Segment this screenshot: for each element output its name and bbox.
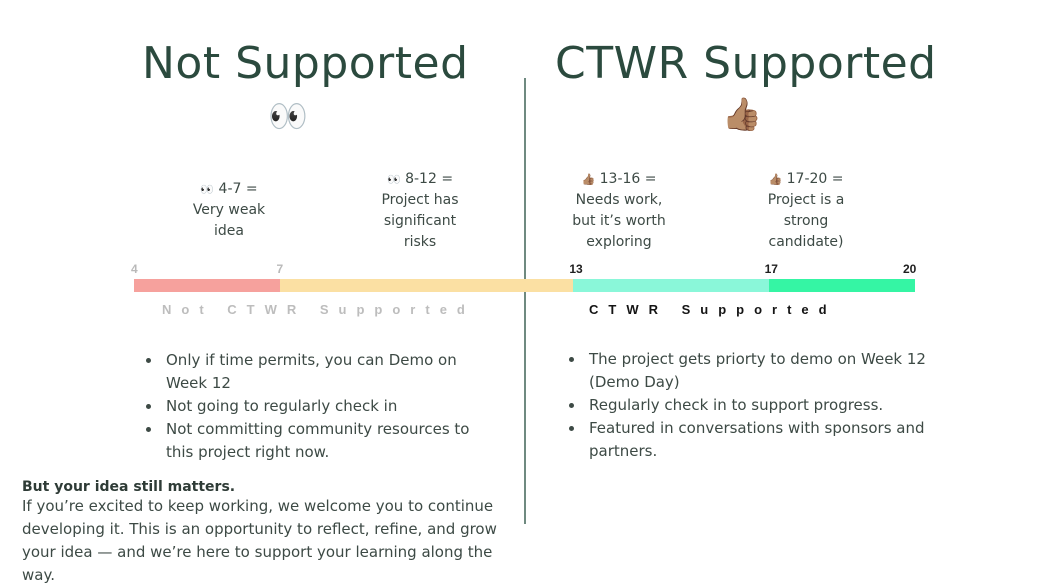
range-label-13-16: 👍🏽 13-16 = Needs work, but it’s worth ex… <box>572 171 666 250</box>
eyes-icon: 👀 <box>268 97 308 135</box>
range-label-17-20: 👍🏽 17-20 = Project is a strong candidate… <box>767 171 845 250</box>
ctwr-supported-title: CTWR Supported <box>555 38 937 89</box>
center-divider <box>524 78 526 524</box>
scale-segment-17-20 <box>768 279 915 292</box>
scale-tick-7: 7 <box>276 262 284 276</box>
scale-tick-4: 4 <box>131 262 138 276</box>
not-supported-title: Not Supported <box>142 38 469 89</box>
list-item: Regularly check in to support progress. <box>585 394 927 417</box>
range-label-4-7: 👀 4-7 = Very weak idea <box>192 181 266 239</box>
not-supported-bullets: Only if time permits, you can Demo on We… <box>144 349 474 464</box>
list-item: The project gets priorty to demo on Week… <box>585 348 927 394</box>
idea-matters-note: But your idea still matters. If you’re e… <box>22 479 522 587</box>
note-body: If you’re excited to keep working, we we… <box>22 497 497 584</box>
scale-tick-17: 17 <box>764 262 778 276</box>
list-item: Featured in conversations with sponsors … <box>585 417 927 463</box>
not-ctwr-supported-band-label: Not CTWR Supported <box>162 302 475 317</box>
scale-segment-4-7 <box>134 279 281 292</box>
scale-segment-13-17 <box>573 279 769 292</box>
eyes-icon: 👀 <box>200 183 215 196</box>
supported-bullets: The project gets priorty to demo on Week… <box>567 348 927 463</box>
eyes-icon: 👀 <box>386 173 401 186</box>
list-item: Not going to regularly check in <box>162 395 474 418</box>
scale-tick-20: 20 <box>903 262 917 276</box>
list-item: Not committing community resources to th… <box>162 418 474 464</box>
thumbs-up-icon: 👍🏽 <box>768 173 783 186</box>
thumbs-up-icon: 👍🏽 <box>581 173 596 186</box>
ctwr-supported-band-label: CTWR Supported <box>589 302 837 317</box>
list-item: Only if time permits, you can Demo on We… <box>162 349 474 395</box>
scale-segment-7-13 <box>280 279 574 292</box>
range-label-8-12: 👀 8-12 = Project has significant risks <box>381 171 459 250</box>
note-heading: But your idea still matters. <box>22 479 236 495</box>
thumbs-up-icon: 👍🏽 <box>722 95 762 133</box>
scale-tick-13: 13 <box>569 262 583 276</box>
